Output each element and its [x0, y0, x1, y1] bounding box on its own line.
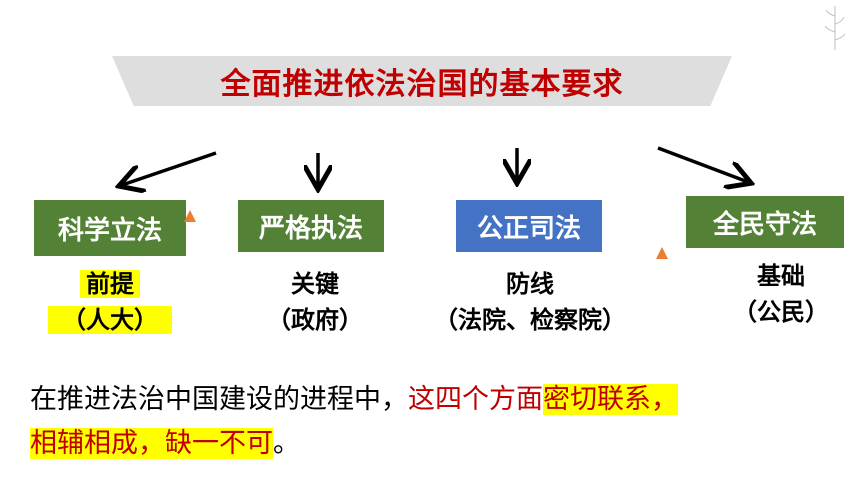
- marker-triangle: [184, 210, 196, 222]
- page-title: 全面推进依法治国的基本要求: [220, 67, 624, 102]
- label-enforcement: 关键 （政府）: [267, 270, 363, 334]
- label-compliance: 基础 （公民）: [733, 262, 829, 326]
- plant-decoration-icon: [824, 6, 846, 50]
- conclusion-text: 在推进法治中国建设的进程中，这四个方面密切联系， 相辅相成，缺一不可。: [30, 384, 678, 459]
- label-legislation: 前提 （人大）: [40, 266, 180, 338]
- box-legislation: 科学立法: [34, 200, 186, 256]
- marker-triangle: [656, 247, 668, 259]
- box-compliance: 全民守法: [686, 196, 844, 248]
- box-justice: 公正司法: [456, 200, 602, 252]
- arrow-1: [122, 151, 217, 185]
- arrow-4: [657, 146, 748, 182]
- title-banner: 全面推进依法治国的基本要求: [112, 56, 732, 106]
- label-justice: 防线 （法院、检察院）: [434, 270, 626, 334]
- box-enforcement: 严格执法: [238, 200, 384, 252]
